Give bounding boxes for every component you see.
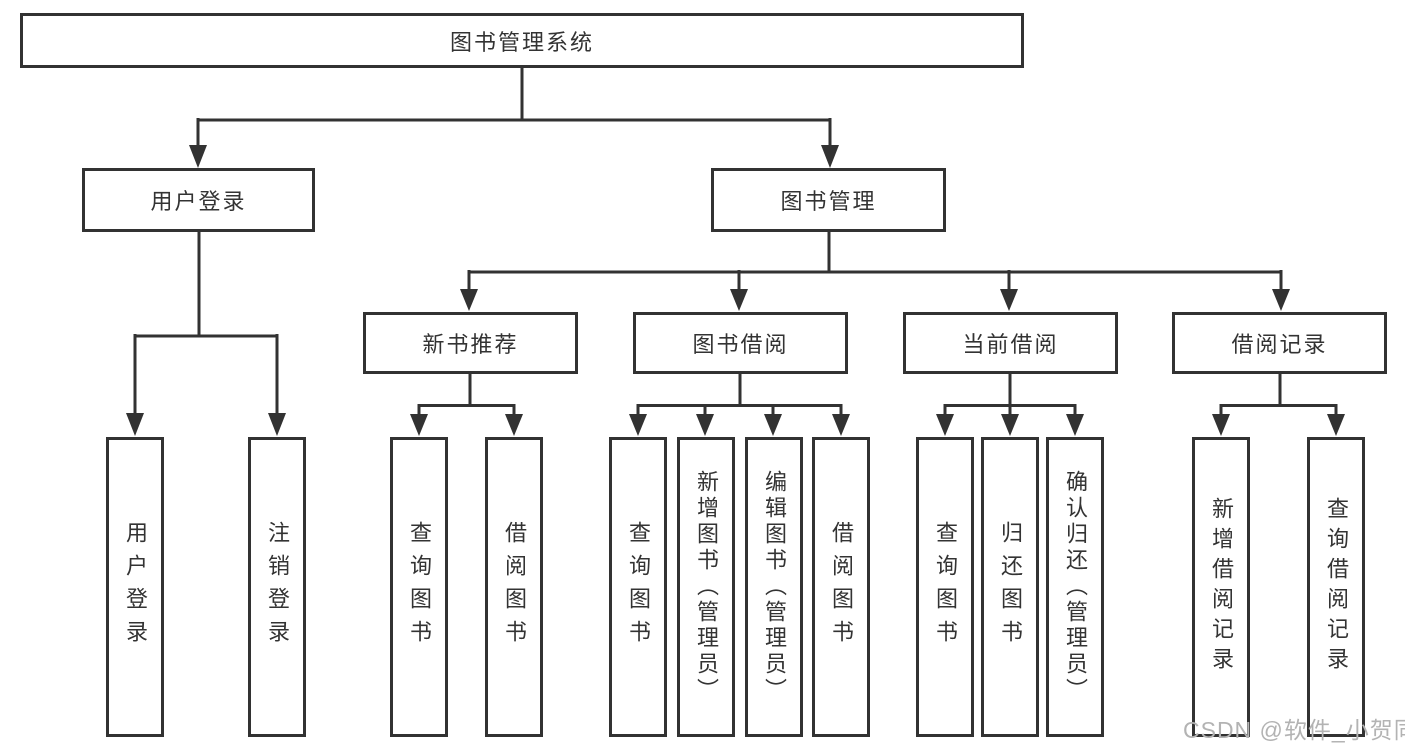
leaf-label: 新增借阅记录 <box>1209 497 1234 677</box>
leaf-label: 借阅图书 <box>829 521 854 653</box>
leaf-logout: 注销登录 <box>248 437 306 737</box>
leaf-label: 查询图书 <box>626 521 651 653</box>
leaf-label: 新增图书（管理员） <box>694 470 719 704</box>
node-current-borrowing: 当前借阅 <box>903 312 1118 374</box>
leaf-borrow-books-recommend: 借阅图书 <box>485 437 543 737</box>
node-label: 图书借阅 <box>692 332 789 357</box>
node-label: 图书管理系统 <box>449 29 594 55</box>
leaf-return-book: 归还图书 <box>981 437 1039 737</box>
node-label: 借阅记录 <box>1231 332 1328 357</box>
node-book-management: 图书管理 <box>711 168 946 232</box>
node-borrowing-records: 借阅记录 <box>1172 312 1387 374</box>
leaf-add-book-admin: 新增图书（管理员） <box>677 437 735 737</box>
leaf-add-borrow-record: 新增借阅记录 <box>1192 437 1250 737</box>
node-new-book-recommendation: 新书推荐 <box>363 312 578 374</box>
node-label: 用户登录 <box>150 189 247 214</box>
node-library-management-system: 图书管理系统 <box>20 13 1024 68</box>
leaf-label: 借阅图书 <box>502 521 527 653</box>
leaf-query-books-current: 查询图书 <box>916 437 974 737</box>
leaf-label: 查询图书 <box>407 521 432 653</box>
leaf-label: 归还图书 <box>998 521 1023 653</box>
node-label: 图书管理 <box>780 189 877 214</box>
leaf-confirm-return-admin: 确认归还（管理员） <box>1046 437 1104 737</box>
leaf-query-borrow-record: 查询借阅记录 <box>1307 437 1365 737</box>
csdn-watermark: CSDN @软件_小贺同学 <box>1183 717 1405 743</box>
leaf-label: 用户登录 <box>123 521 148 653</box>
leaf-label: 查询借阅记录 <box>1324 497 1349 677</box>
node-label: 当前借阅 <box>962 332 1059 357</box>
leaf-user-login: 用户登录 <box>106 437 164 737</box>
leaf-edit-book-admin: 编辑图书（管理员） <box>745 437 803 737</box>
node-book-borrowing: 图书借阅 <box>633 312 848 374</box>
node-label: 新书推荐 <box>422 332 519 357</box>
leaf-query-books-recommend: 查询图书 <box>390 437 448 737</box>
leaf-label: 注销登录 <box>265 521 290 653</box>
leaf-label: 确认归还（管理员） <box>1063 470 1088 704</box>
leaf-label: 编辑图书（管理员） <box>762 470 787 704</box>
node-user-login: 用户登录 <box>82 168 315 232</box>
leaf-query-books-borrowing: 查询图书 <box>609 437 667 737</box>
leaf-borrow-books-borrowing: 借阅图书 <box>812 437 870 737</box>
leaf-label: 查询图书 <box>933 521 958 653</box>
